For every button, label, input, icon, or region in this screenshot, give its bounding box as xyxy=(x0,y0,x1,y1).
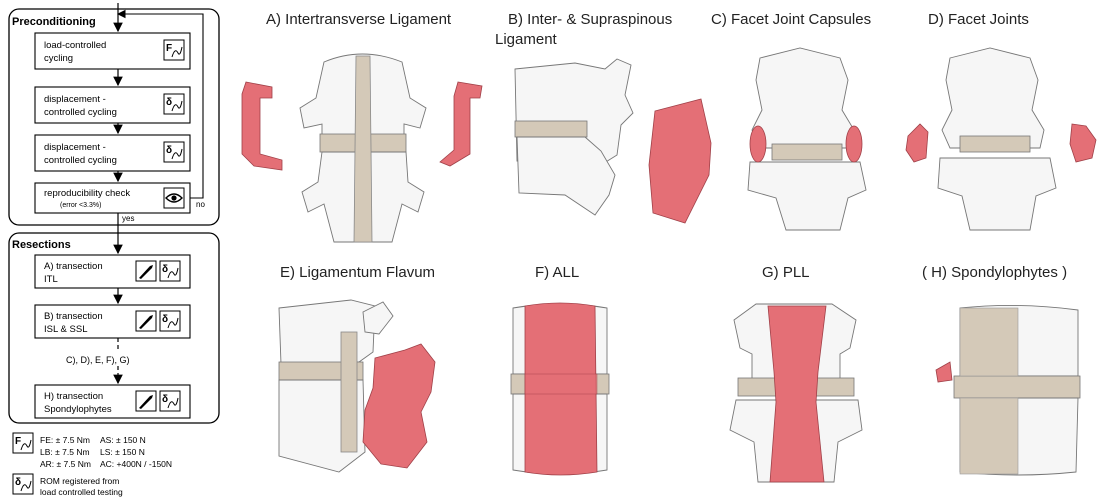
scalpel-icon xyxy=(136,391,156,411)
facet-capsule-right xyxy=(846,126,862,162)
panel-b-illustration xyxy=(505,55,730,240)
panel-f-illustration xyxy=(505,300,615,485)
panel-b-title: B) Inter- & Supraspinous xyxy=(508,11,672,29)
panel-c-title: C) Facet Joint Capsules xyxy=(711,11,871,29)
resections-label: Resections xyxy=(12,239,71,251)
legend-lb: LB: ± 7.5 Nm xyxy=(40,447,90,457)
check-error: (error <3.3%) xyxy=(60,202,101,209)
panel-d-title: D) Facet Joints xyxy=(928,11,1029,29)
no-label: no xyxy=(196,200,205,209)
panel-c-illustration xyxy=(730,40,890,245)
force-icon: F xyxy=(164,40,184,60)
vertebra-d xyxy=(938,48,1056,230)
step-3-line1: displacement - xyxy=(44,142,106,153)
preconditioning-label: Preconditioning xyxy=(12,16,96,28)
eye-icon xyxy=(164,188,184,208)
svg-text:δ: δ xyxy=(162,394,168,405)
check-label: reproducibility check xyxy=(44,188,130,199)
legend-rom-line1: ROM registered from xyxy=(40,476,119,486)
panel-d-illustration xyxy=(900,40,1100,245)
yes-label: yes xyxy=(122,214,134,223)
legend-ls: LS: ± 150 N xyxy=(100,447,145,457)
step-3-line2: controlled cycling xyxy=(44,155,117,166)
panel-h-illustration xyxy=(928,300,1088,485)
panel-g-title: G) PLL xyxy=(762,264,810,282)
panel-f-title: F) ALL xyxy=(535,264,579,282)
panel-a-illustration xyxy=(232,42,502,252)
scalpel-icon xyxy=(136,311,156,331)
facet-capsule-left xyxy=(750,126,766,162)
panel-e-title: E) Ligamentum Flavum xyxy=(280,264,435,282)
svg-text:δ: δ xyxy=(162,264,168,275)
svg-text:δ: δ xyxy=(162,314,168,325)
displacement-icon: δ xyxy=(164,94,184,114)
vertebra-a xyxy=(300,54,426,242)
facet-joint-right xyxy=(1070,124,1096,162)
scalpel-icon xyxy=(136,261,156,281)
itl-right-ligament xyxy=(440,82,482,166)
skipped-resections-label: C), D), E, F), G) xyxy=(66,355,130,365)
legend-fe: FE: ± 7.5 Nm xyxy=(40,435,90,445)
resection-a-line2: ITL xyxy=(44,274,58,285)
svg-text:F: F xyxy=(166,43,172,54)
panel-b-title-line2: Ligament xyxy=(495,31,557,49)
vertebra-b xyxy=(515,59,633,215)
legend-displacement-icon: δ xyxy=(13,474,33,494)
svg-text:δ: δ xyxy=(15,477,21,488)
legend-rom-line2: load controlled testing xyxy=(40,487,123,497)
legend-force-icon: F xyxy=(13,433,33,453)
panel-e-illustration xyxy=(255,292,470,492)
isl-ssl-ligament xyxy=(649,99,711,223)
spondylophyte xyxy=(936,362,952,382)
legend-as: AS: ± 150 N xyxy=(100,435,146,445)
itl-left-ligament xyxy=(242,82,282,170)
svg-text:δ: δ xyxy=(166,145,172,156)
step-1-line2: cycling xyxy=(44,53,73,64)
panel-h-title: ( H) Spondylophytes ) xyxy=(922,264,1067,282)
protocol-flowchart: Preconditioning load-controlled cycling … xyxy=(0,0,240,500)
resection-a-line1: A) transection xyxy=(44,261,103,272)
facet-joint-left xyxy=(906,124,928,162)
step-2-line1: displacement - xyxy=(44,94,106,105)
legend-ar: AR: ± 7.5 Nm xyxy=(40,459,91,469)
svg-text:δ: δ xyxy=(166,97,172,108)
resection-h-line2: Spondylophytes xyxy=(44,404,112,415)
vertebra-h xyxy=(954,305,1080,475)
resection-h-line1: H) transection xyxy=(44,391,103,402)
legend-ac: AC: +400N / -150N xyxy=(100,459,172,469)
svg-text:F: F xyxy=(15,436,21,447)
panel-g-illustration xyxy=(722,292,872,492)
displacement-icon: δ xyxy=(160,311,180,331)
ligamentum-flavum xyxy=(363,344,435,468)
step-2-line2: controlled cycling xyxy=(44,107,117,118)
resection-b-line2: ISL & SSL xyxy=(44,324,87,335)
panel-a-title: A) Intertransverse Ligament xyxy=(266,11,451,29)
resection-b-line1: B) transection xyxy=(44,311,103,322)
step-1-line1: load-controlled xyxy=(44,40,106,51)
displacement-icon: δ xyxy=(164,142,184,162)
displacement-icon: δ xyxy=(160,391,180,411)
displacement-icon: δ xyxy=(160,261,180,281)
